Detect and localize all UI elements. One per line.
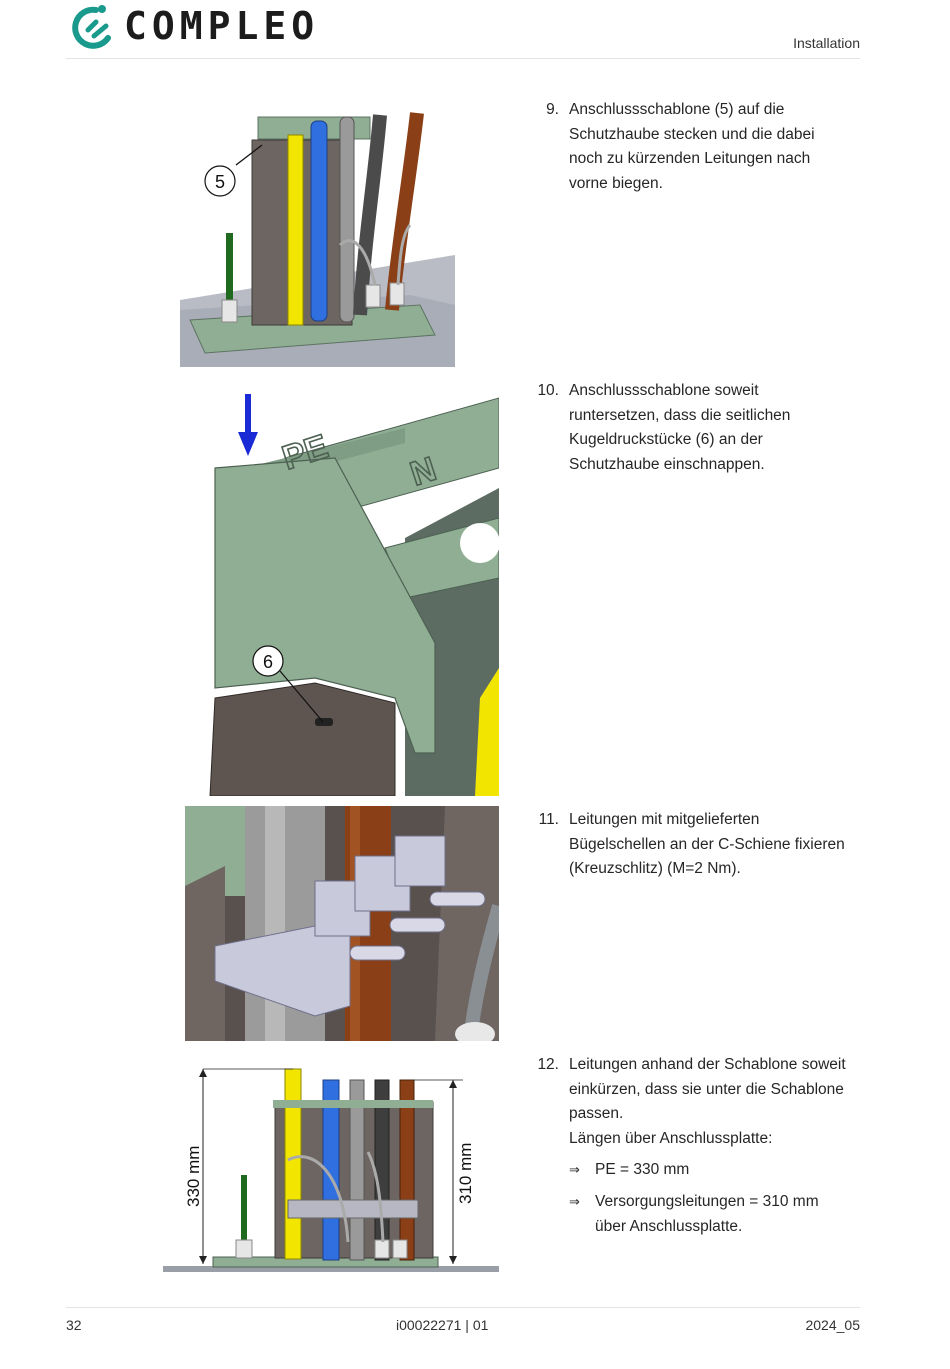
step-12: 12. Leitungen anhand der Schablone sowei… <box>537 1053 847 1239</box>
document-id: i00022271 | 01 <box>396 1317 489 1333</box>
section-title: Installation <box>793 35 860 51</box>
compleo-logo-icon <box>72 5 111 49</box>
step-text-lengths: Längen über Anschlussplatte: <box>569 1129 773 1147</box>
compleo-logo: compleo <box>66 2 319 50</box>
step-11: 11. Leitungen mit mitgelieferten Bügelsc… <box>537 808 847 882</box>
dimension-330: 330 mm <box>184 1146 203 1207</box>
bullet-pe: ⇒ PE = 330 mm <box>569 1158 847 1183</box>
dimension-310: 310 mm <box>456 1143 475 1204</box>
bullet-text: PE = 330 mm <box>595 1161 690 1179</box>
bullet-supply: ⇒ Versorgungsleitungen = 310 mm über Ans… <box>569 1190 847 1239</box>
step-text: Anschlussschablone soweit runtersetzen, … <box>569 382 791 473</box>
step-number: 9. <box>546 101 559 118</box>
document-date: 2024_05 <box>805 1317 860 1333</box>
step-number: 11. <box>538 811 559 828</box>
callout-6: 6 <box>263 652 273 672</box>
step-9: 9. Anschlussschablone (5) auf die Schutz… <box>537 98 847 196</box>
page-header: compleo Installation <box>66 0 860 59</box>
bullet-text: Versorgungsleitungen = 310 mm über Ansch… <box>595 1192 819 1235</box>
brand-name: compleo <box>124 4 320 48</box>
callout-5: 5 <box>215 172 225 192</box>
figure-template-on-cover: 5 <box>180 95 455 367</box>
step-number: 10. <box>537 382 559 399</box>
figure-clamps <box>185 806 499 1041</box>
step-text: Leitungen anhand der Schablone soweit ei… <box>569 1056 846 1123</box>
arrow-right-icon: ⇒ <box>569 1162 580 1178</box>
arrow-right-icon: ⇒ <box>569 1193 580 1209</box>
page-footer: 32 i00022271 | 01 2024_05 <box>66 1307 860 1348</box>
figure-template-snap: PE N 6 <box>205 378 499 796</box>
step-number: 12. <box>537 1056 559 1073</box>
figure-cable-lengths: 330 mm 310 mm <box>163 1052 499 1274</box>
step-text: Anschlussschablone (5) auf die Schutzhau… <box>569 101 815 192</box>
page-number: 32 <box>66 1317 82 1333</box>
step-10: 10. Anschlussschablone soweit runtersetz… <box>537 379 847 477</box>
step-text: Leitungen mit mitgelieferten Bügelschell… <box>569 811 845 878</box>
